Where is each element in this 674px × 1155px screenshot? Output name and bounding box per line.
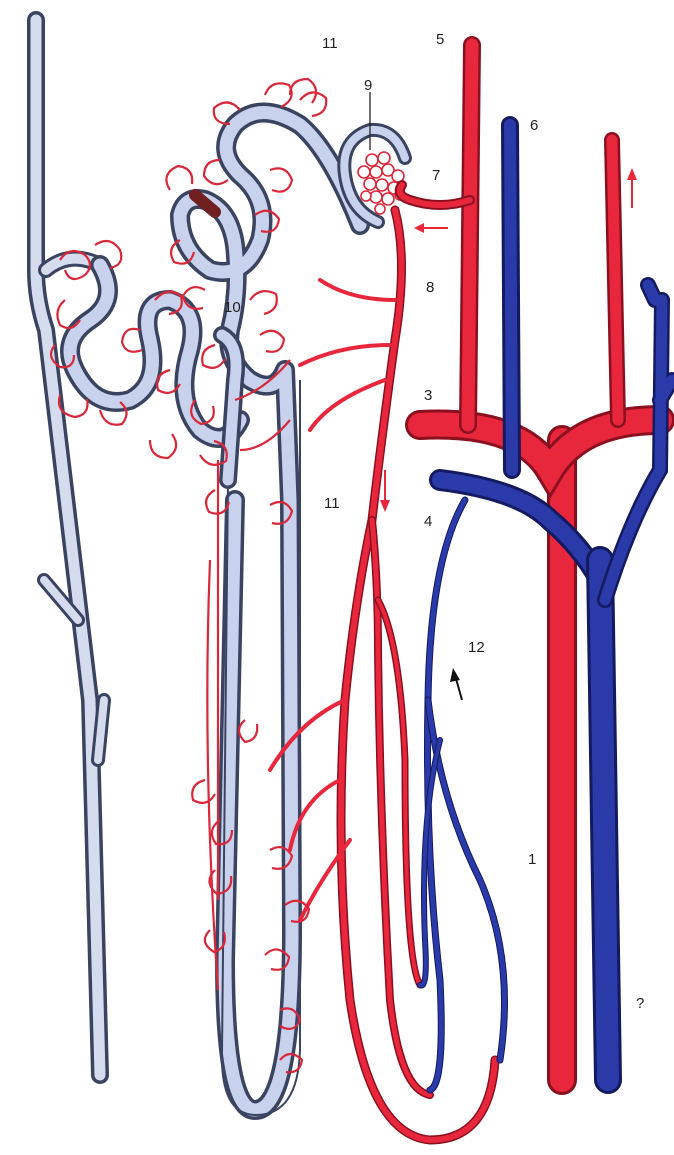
label-4: 4: [424, 513, 432, 530]
label-9: 9: [364, 77, 372, 94]
label-7: 7: [432, 167, 440, 184]
collecting-duct: [36, 20, 104, 1075]
label-1: 1: [528, 851, 536, 868]
glomerulus: [344, 92, 405, 222]
label-5: 5: [436, 31, 444, 48]
label-2: ?: [636, 995, 644, 1012]
label-8: 8: [426, 279, 434, 296]
arrow-up-red-icon: [627, 168, 637, 208]
label-10: 10: [224, 299, 241, 316]
proximal-tubule-and-loop: [180, 113, 360, 1116]
label-3: 3: [424, 387, 432, 404]
venous-vessels: [420, 125, 672, 1090]
arrow-left-red-icon: [414, 223, 448, 233]
label-11-mid: 11: [324, 495, 340, 512]
label-11-top: 11: [322, 35, 338, 52]
label-12: 12: [468, 639, 485, 656]
arrow-up-black-icon: [450, 668, 462, 700]
label-6: 6: [530, 117, 538, 134]
